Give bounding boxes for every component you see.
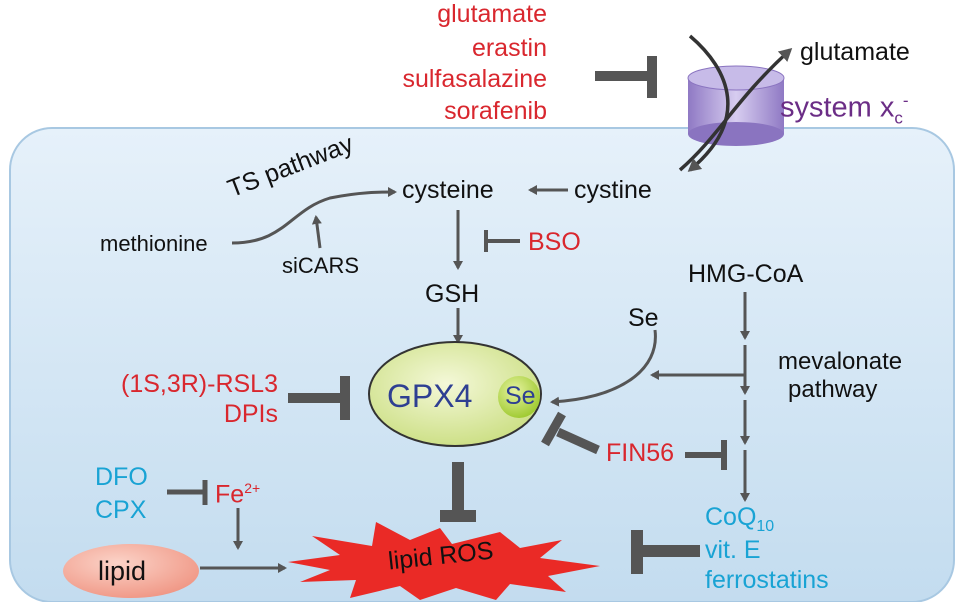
- se-to-gpx4-arrow: [550, 329, 657, 407]
- gpx4-label: GPX4: [387, 378, 473, 414]
- mevalonate-chain: [650, 292, 750, 502]
- gpx4-inhibits-lipid-ros: [440, 462, 476, 522]
- hmg-coa-label: HMG-CoA: [688, 260, 804, 288]
- lipid-shape: [63, 544, 199, 598]
- coq10-label: CoQ10: [705, 505, 774, 535]
- rsl3-inhibition: [288, 376, 350, 420]
- mevalonate-label-line1: mevalonate: [778, 348, 903, 375]
- protector-inhibition: [631, 530, 700, 574]
- lipid-ros-burst: [288, 522, 600, 600]
- dfo-label: DFO: [95, 463, 148, 491]
- coq-sub: 10: [756, 518, 775, 535]
- transporter-inhibitor-erastin: erastin: [471, 34, 547, 62]
- fe-symbol: Fe: [215, 480, 245, 509]
- transporter-inhibition: [595, 56, 657, 98]
- fin56-inhibition-gpx4: [541, 411, 600, 455]
- fe-label: Fe2+: [215, 481, 260, 507]
- system-xc-label: system xc-: [780, 92, 909, 126]
- gsh-label: GSH: [425, 280, 480, 308]
- mevalonate-label-line2: pathway: [788, 376, 878, 403]
- gpx4-selenium: [498, 376, 540, 418]
- transporter-inhibitor-glutamate: glutamate: [437, 0, 547, 28]
- sicars-label: siCARS: [282, 253, 360, 278]
- ts-pathway-arrow: [231, 187, 397, 245]
- se-label: Se: [628, 304, 659, 332]
- fin56-label: FIN56: [606, 439, 675, 467]
- dpis-label: DPIs: [223, 400, 278, 428]
- fin56-inhibition-mevalonate: [685, 440, 727, 470]
- fe-charge: 2+: [244, 480, 261, 496]
- cpx-label: CPX: [95, 496, 147, 524]
- cystine-label: cystine: [574, 176, 652, 204]
- vit-e-label: vit. E: [705, 536, 761, 564]
- iron-chelator-inhibition: [167, 480, 208, 505]
- lipid-label: lipid: [98, 556, 147, 586]
- gpx4-enzyme: [368, 341, 542, 447]
- ferrostatins-label: ferrostatins: [705, 566, 829, 594]
- system-xc-sup: -: [902, 91, 909, 110]
- sicars-arrow: [311, 215, 322, 249]
- rsl3-label: (1S,3R)-RSL3: [121, 370, 278, 398]
- gpx4-se-label: Se: [505, 382, 536, 410]
- system-xc-transporter-shape: [678, 34, 793, 172]
- transporter-inhibitor-sulfasalazine: sulfasalazine: [402, 65, 547, 93]
- transporter-inhibitor-sorafenib: sorafenib: [444, 97, 547, 125]
- bso-inhibition: [484, 230, 520, 252]
- bso-label: BSO: [528, 228, 581, 256]
- system-xc-name: system x: [780, 91, 895, 124]
- coq-text: CoQ: [705, 503, 757, 531]
- glutamate-export-label: glutamate: [800, 38, 910, 66]
- system-xc-sub: c: [894, 108, 903, 128]
- cysteine-label: cysteine: [402, 176, 494, 204]
- methionine-label: methionine: [100, 231, 208, 256]
